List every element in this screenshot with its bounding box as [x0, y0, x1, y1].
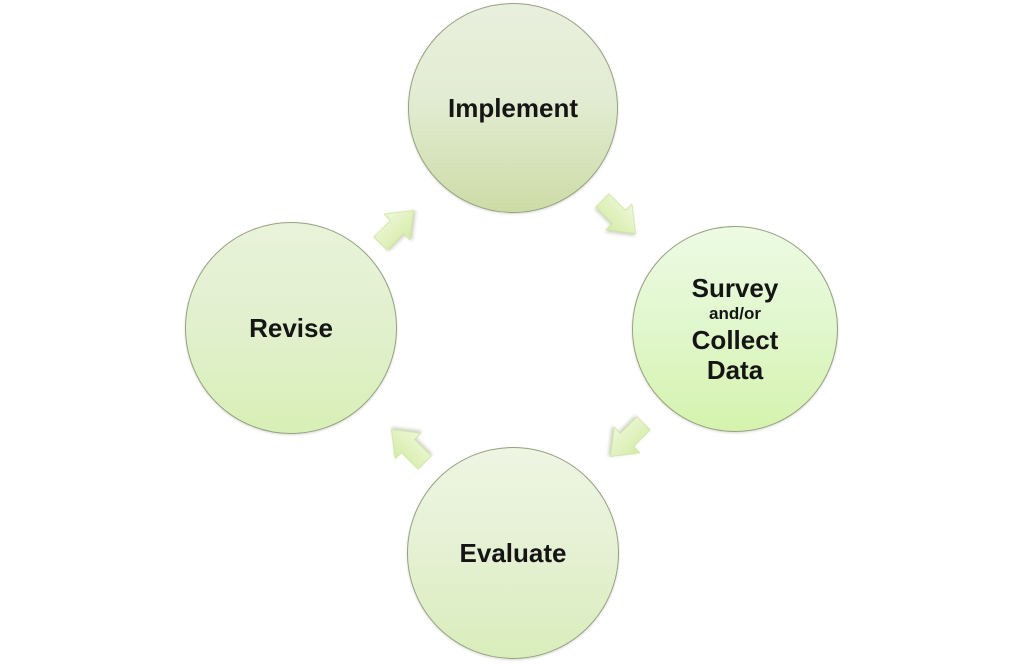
node-label-survey: Survey: [691, 273, 779, 303]
arrow-evaluate-to-revise-icon: [371, 409, 445, 483]
node-label-data: Data: [706, 355, 764, 385]
arrow-survey-to-evaluate-icon: [590, 403, 664, 477]
cycle-node-implement: Implement: [408, 3, 618, 213]
node-label-evaluate: Evaluate: [459, 538, 567, 568]
cycle-node-revise: Revise: [185, 222, 397, 434]
arrow-revise-to-implement-icon: [360, 190, 434, 264]
arrow-implement-to-survey-icon: [582, 180, 656, 254]
node-label-revise: Revise: [249, 313, 333, 343]
cycle-node-survey-collect-data: Survey and/or Collect Data: [632, 226, 838, 432]
node-label-implement: Implement: [447, 93, 579, 123]
cycle-node-evaluate: Evaluate: [407, 447, 619, 659]
node-label-collect: Collect: [691, 325, 779, 355]
node-label-andor: and/or: [709, 304, 761, 323]
